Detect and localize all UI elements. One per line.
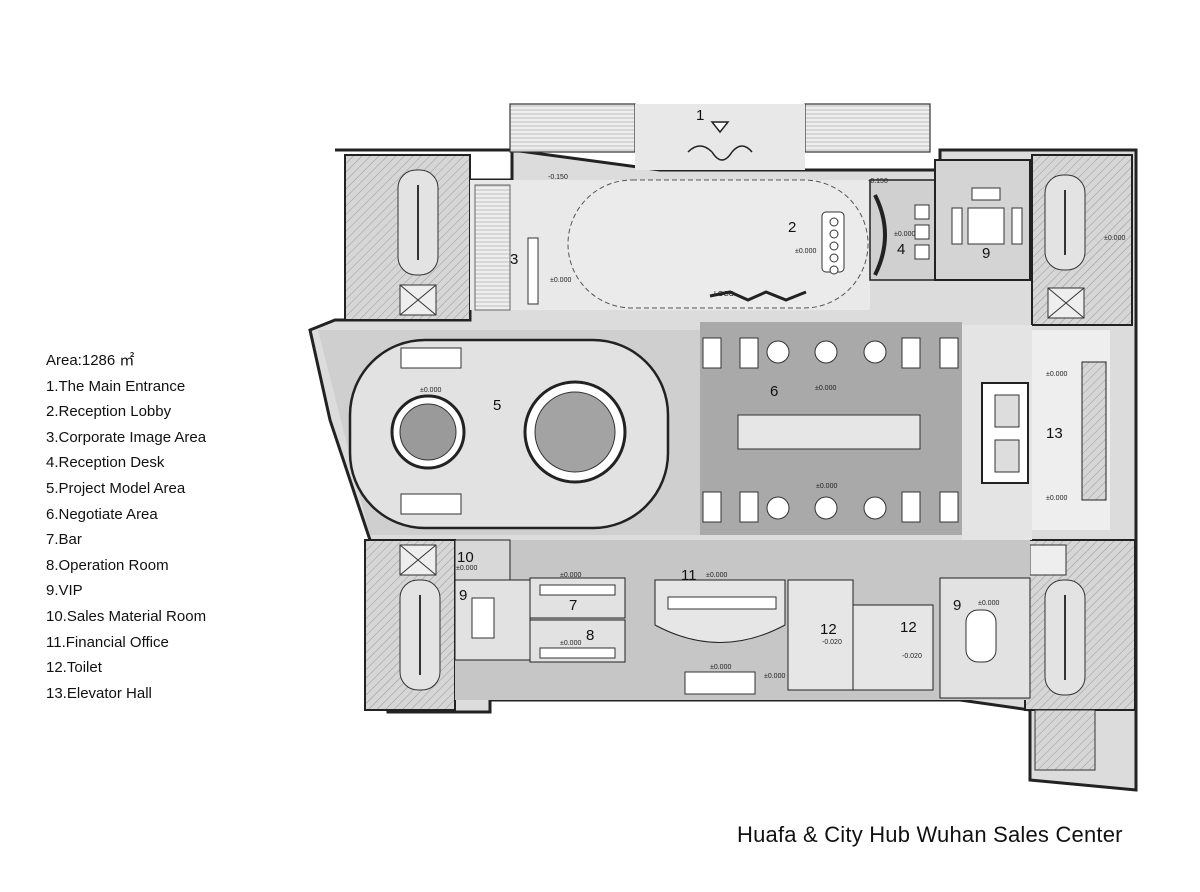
lower-rooms [454,539,1031,700]
level-mark: ±0.000 [420,387,441,394]
reception-desk-area [869,179,936,281]
legend-item: 7.Bar [46,531,82,549]
level-mark: ±0.000 [550,277,571,284]
level-mark: ±0.000 [1104,235,1125,242]
room-number-label: 8 [586,627,594,644]
right-bottom-stair-core [1024,539,1136,771]
legend-item: 12.Toilet [46,659,102,677]
main-entrance-doors [687,121,753,161]
level-mark: ±0.000 [815,385,836,392]
room-number-label: 12 [900,619,917,636]
level-mark: -0.020 [822,639,842,646]
room-number-label: 9 [982,245,990,262]
level-mark: ±0.000 [816,483,837,490]
room-number-label: 3 [510,251,518,268]
vip-room-top [934,159,1031,281]
legend: Area:1286 ㎡ 1.The Main Entrance 2.Recept… [46,348,206,706]
negotiate-area [700,322,962,535]
level-annotations: ±0.000 -0.150 -0.150 ±0.000 ±0.000 ±0.00… [420,174,1125,680]
reception-lobby [470,179,870,311]
level-mark: ±0.000 [978,600,999,607]
legend-item: 1.The Main Entrance [46,377,186,395]
level-mark: ±0.000 [710,664,731,671]
legend-item: 2.Reception Lobby [46,403,172,421]
area-total: Area:1286 ㎡ [46,352,135,369]
room-number-label: 7 [569,597,577,614]
level-mark: ±0.000 [1046,495,1067,502]
room-number-label: 4 [897,241,905,258]
room-number-label: 6 [770,383,778,400]
level-mark: ±0.000 [894,231,915,238]
level-mark: -0.020 [902,653,922,660]
room-number-label: 9 [459,587,467,604]
room-number-labels: 1 2 3 4 9 5 6 13 10 11 9 7 8 12 12 9 [457,107,1063,644]
legend-item: 4.Reception Desk [46,454,165,472]
elevator-hall [962,325,1110,540]
room-number-label: 10 [457,549,474,566]
project-model-area [318,330,700,535]
room-number-label: 12 [820,621,837,638]
level-mark: ±0.000 [560,572,581,579]
legend-item: 6.Negotiate Area [46,505,158,523]
room-number-label: 9 [953,597,961,614]
level-mark: ±0.000 [560,640,581,647]
legend-item: 5.Project Model Area [46,479,186,497]
left-stair-core [344,154,471,321]
room-number-label: 2 [788,219,796,236]
level-mark: ±0.000 [456,565,477,572]
level-mark: ±0.000 [1046,371,1067,378]
level-mark: ±0.000 [706,572,727,579]
legend-item: 8.Operation Room [46,556,169,574]
logo-wall-label: LOGO [714,291,735,298]
room-number-label: 1 [696,107,704,124]
room-number-label: 13 [1046,425,1063,442]
right-stair-core [1031,154,1133,326]
level-mark: -0.150 [548,174,568,181]
legend-item: 11.Financial Office [46,633,169,651]
legend-item: 10.Sales Material Room [46,607,207,625]
room-number-label: 5 [493,397,501,414]
legend-item: 13.Elevator Hall [46,684,152,702]
room-number-label: 11 [681,567,697,584]
plan-caption: Huafa & City Hub Wuhan Sales Center [737,822,1123,847]
legend-item: 3.Corporate Image Area [46,428,207,446]
level-mark: -0.150 [868,178,888,185]
level-mark: ±0.000 [764,673,785,680]
level-mark: ±0.000 [795,248,816,255]
legend-item: 9.VIP [46,582,83,600]
left-bottom-stair-core [364,539,456,711]
